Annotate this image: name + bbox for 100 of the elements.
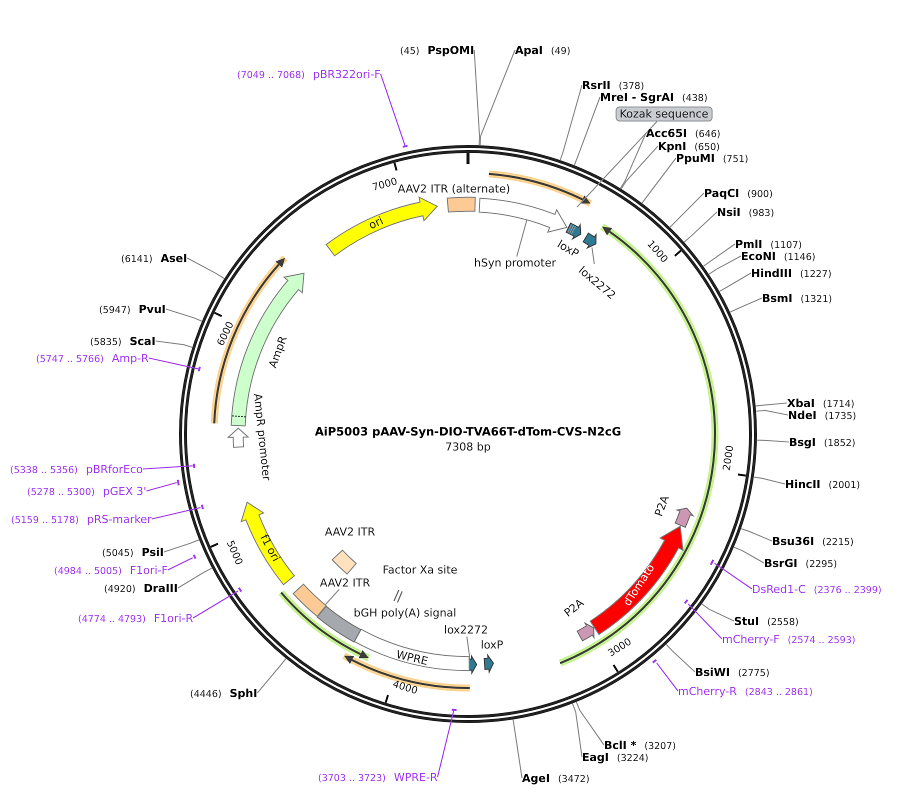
enzyme-name: Bsu36I [772,536,814,548]
leader-line [512,719,523,778]
leader-line [155,340,192,348]
primer-position: (4984 .. 5005) [54,566,122,578]
enzyme-name: BsrGI [764,558,798,570]
leader-line [756,402,788,406]
enzyme-name: AseI [160,252,188,264]
primer-site-mark [710,558,715,566]
enzyme-name: PaqCI [704,188,740,200]
cut-site-position: (4920) [104,584,136,596]
cut-site-position: (5045) [102,548,134,560]
leader-line [380,74,406,146]
scale-label: 6000 [215,320,236,348]
feature-label: AAV2 ITR [320,576,370,590]
enzyme-name: PmlI [735,238,762,250]
primer-position: (2843 .. 2861) [744,686,813,698]
feature-label: P2A [562,596,586,620]
enzyme-name: StuI [734,616,760,628]
cut-site-position: (1852) [824,438,856,450]
enzyme-name: NsiI [717,206,741,218]
enzyme-name: RsrII [582,80,611,92]
enzyme-name: HincII [785,478,821,490]
leader-line [754,476,786,485]
cut-site-position: (2215) [822,536,854,548]
feature-label: AAV2 ITR [324,526,376,538]
enzyme-name: XbaI [787,398,815,410]
enzyme-name: NdeI [788,410,817,422]
enzyme-name: PpuMI [676,152,715,164]
primer-position: (5159 .. 5178) [11,514,79,526]
leader-line [256,658,286,694]
leader-line [164,539,200,553]
feature-label: hSyn promoter [474,256,556,270]
leader-line [703,244,736,267]
leader-line [166,308,202,322]
enzyme-name: ScaI [130,336,156,348]
primer-position: (5747 .. 5766) [36,354,104,366]
leader-line [152,507,201,520]
leader-line [666,644,696,672]
cut-site-position: (3224) [616,752,648,764]
enzyme-name: MreI - SgrAI [600,92,674,104]
cut-site-position: (983) [748,208,774,220]
primer-site-mark [198,366,202,372]
enzyme-name: EcoNI [741,250,776,262]
enzyme-name: BclI * [604,740,636,752]
cut-site-position: (2775) [738,668,770,680]
leader-line [701,603,734,622]
primer-position: (2574 .. 2593) [788,634,856,646]
leader-line [142,465,193,470]
cut-site-position: (6141) [121,254,153,266]
feature-label: lox2272 [444,624,488,636]
cut-site-position: (646) [694,128,721,140]
cut-site-position: (2001) [828,480,860,492]
leader-line [641,158,676,204]
cut-site-position: (5947) [99,304,131,316]
leader-line [708,256,742,275]
feature-tag: Kozak sequence [616,106,712,122]
enzyme-name: BsmI [762,292,792,304]
enzyme-name: SphI [230,688,258,700]
leader-line [670,192,704,228]
cut-site-position: (438) [682,92,708,104]
enzyme-name: ApaI [515,44,543,56]
enzyme-name: PsiI [142,546,164,558]
enzyme-name: BsiWI [695,666,730,678]
cut-site-position: (3472) [558,774,590,786]
leader-line [324,589,340,606]
primer-name: F1ori-R [154,612,194,624]
primer-site-mark [176,478,180,486]
primer-position: (5278 .. 5300) [27,486,95,498]
leader-line [656,662,678,692]
cut-site-position: (45) [400,46,420,58]
leader-line [591,247,595,264]
feature-label: AmpR promoter [250,392,274,482]
leader-line [688,604,722,640]
leader-line [192,590,238,618]
leader-line [560,84,583,160]
cut-site-position: (378) [618,80,644,92]
leader-line [178,568,212,588]
primer-site-mark [200,504,204,510]
feature-label: P2A [652,494,672,518]
leader-line [474,50,480,146]
scale-label: 7000 [372,176,400,194]
cut-site-position: (49) [550,46,570,58]
scale-label: 5000 [224,538,244,566]
leader-line [168,557,193,570]
primer-name: pBR322ori-F [312,68,381,80]
cut-site-position: (2558) [767,616,799,628]
leader-line [186,258,225,280]
enzyme-name: PvuI [138,304,166,316]
primer-site-mark [192,462,195,469]
leader-line [620,146,658,190]
leader-line [620,132,646,189]
primer-name: mCherry-R [678,686,737,698]
primer-name: DsRed1-C [752,584,806,596]
primer-position: (2376 .. 2399) [814,584,882,596]
feature-label: f1 ori [258,532,282,564]
leader-line [148,357,198,370]
enzyme-name: DraIII [144,582,178,594]
feature-label: loxP [554,238,582,260]
leader-line [756,410,788,416]
leader-line [572,703,583,758]
